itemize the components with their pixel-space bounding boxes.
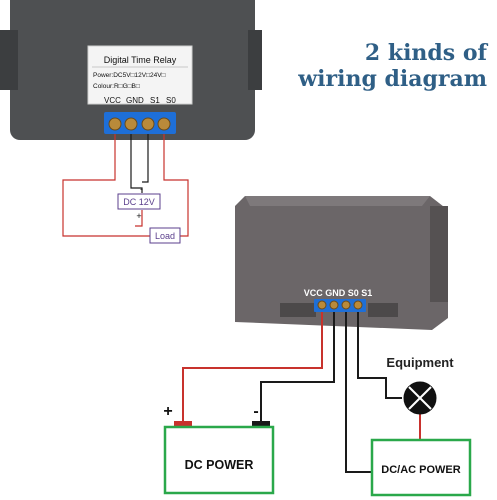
dc-power-plus-terminal (174, 421, 192, 427)
top-wire-s1 (142, 134, 149, 183)
top-terminal-screw-3 (141, 117, 155, 131)
top-supply-minus-sign: - (140, 184, 143, 194)
dc-power-plus-sign: + (163, 403, 172, 420)
heading-line-2: wiring diagram (298, 66, 487, 92)
bottom-wire-s1 (357, 312, 402, 399)
dc-power-minus-terminal (252, 421, 270, 427)
dcac-power-box (370, 438, 472, 497)
top-supply-label: DC 12V (123, 197, 155, 207)
top-pin-label-vcc: VCC (104, 96, 121, 105)
bottom-wire-s0 (345, 312, 372, 473)
top-wire-s0-to-load (163, 134, 189, 237)
top-wire-gnd-to-supply-minus (130, 134, 143, 193)
top-terminal-screw-1 (108, 117, 122, 131)
bottom-terminal-screw-4 (353, 300, 363, 310)
top-supply-box (117, 193, 161, 210)
top-relay-power-row: Power:DC5V□12V□24V□ (93, 72, 166, 79)
top-terminal-block (104, 112, 176, 134)
dc-power-box (163, 425, 275, 495)
heading-line-1: 2 kinds of (364, 40, 487, 66)
top-pin-label-s1: S1 (150, 96, 160, 105)
top-terminal-screw-2 (124, 117, 138, 131)
equipment-lamp-icon (403, 381, 437, 415)
top-load-box (149, 227, 181, 244)
top-pin-label-gnd: GND (126, 96, 144, 105)
top-relay-label-title: Digital Time Relay (104, 55, 177, 65)
bottom-pins-label: VCC GND S0 S1 (304, 288, 373, 298)
bottom-relay-module: VCC GND S0 S1 (235, 196, 448, 330)
top-relay-colour-row: Colour:R□G□B□ (93, 83, 140, 90)
top-relay-module: Digital Time Relay Power:DC5V□12V□24V□ C… (0, 0, 262, 140)
bottom-relay-side-clip (430, 206, 448, 302)
top-wire-vcc-to-load (62, 134, 150, 237)
top-pin-label-s0: S0 (166, 96, 176, 105)
equipment-label: Equipment (386, 355, 454, 370)
bottom-terminal-block (314, 299, 366, 312)
bottom-terminal-screw-1 (317, 300, 327, 310)
bottom-terminal-screw-2 (329, 300, 339, 310)
top-relay-side-clip-right (248, 30, 262, 90)
bottom-relay-body (235, 196, 448, 330)
bottom-wire-vcc (182, 312, 323, 425)
dcac-power-label: DC/AC POWER (381, 464, 461, 476)
top-load-label: Load (155, 231, 175, 241)
top-wire-supply-plus (135, 210, 143, 227)
bottom-wire-gnd (260, 312, 335, 425)
top-relay-label-panel (87, 45, 193, 105)
top-terminal-screw-4 (157, 117, 171, 131)
bottom-relay-foot-right (368, 303, 398, 317)
bottom-relay-top-face (245, 196, 430, 206)
equipment-lamp-cross-b (408, 386, 432, 410)
bottom-relay-foot-left (280, 303, 316, 317)
top-relay-side-clip-left (0, 30, 18, 90)
top-supply-plus-sign: + (136, 211, 141, 221)
dc-power-label: DC POWER (185, 458, 254, 472)
bottom-wiring (182, 312, 421, 473)
dc-power-minus-sign: - (253, 403, 258, 420)
bottom-terminal-screw-3 (341, 300, 351, 310)
top-wiring (62, 134, 189, 237)
